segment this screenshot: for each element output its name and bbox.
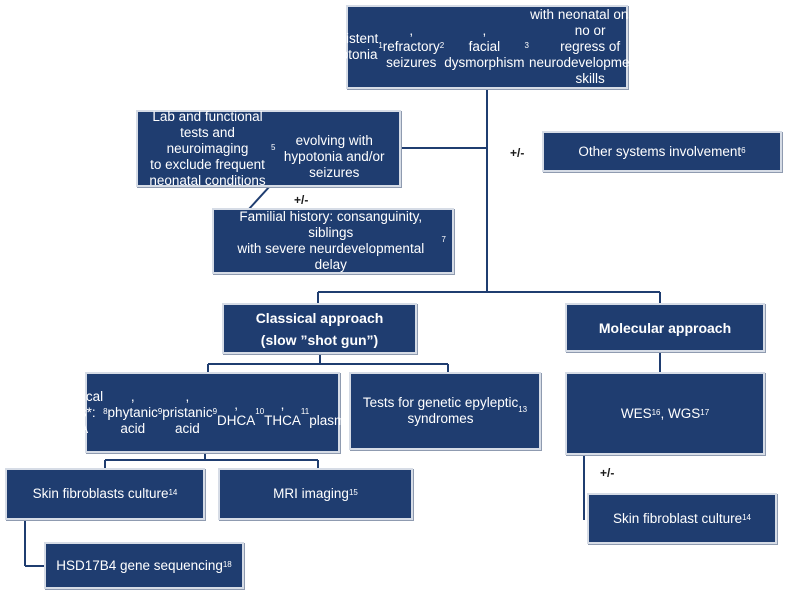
classical-approach-box[interactable]: Classical approach(slow ”shot gun”) <box>222 303 417 354</box>
familial-history-box[interactable]: Familial history: consanguinity, sibling… <box>212 208 454 274</box>
molecular-approach-box[interactable]: Molecular approach <box>565 303 765 352</box>
plus-minus-label-other-systems: +/- <box>510 146 525 160</box>
plus-minus-label-familial: +/- <box>294 193 309 207</box>
lab-tests-box[interactable]: Lab and functional tests and neuroimagin… <box>136 109 401 188</box>
plus-minus-label-molecular: +/- <box>600 466 615 480</box>
